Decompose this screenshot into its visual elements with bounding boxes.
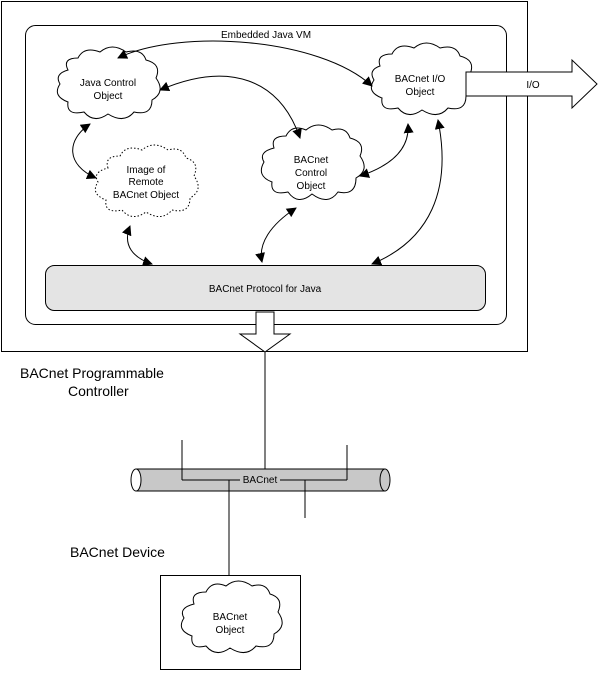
- io-label: I/O: [526, 80, 540, 91]
- device-object-label-1: BACnet: [213, 612, 248, 623]
- vm-label: Embedded Java VM: [221, 30, 311, 41]
- bacnet-control-object: BACnet Control Object: [260, 124, 365, 200]
- protocol-label: BACnet Protocol for Java: [209, 284, 322, 295]
- image-remote-label-2: Remote: [128, 177, 163, 188]
- io-arrow: [465, 58, 598, 110]
- bacnet-io-label-1: BACnet I/O: [395, 74, 446, 85]
- bacnet-control-label-3: Object: [297, 181, 326, 192]
- link-java-control: [159, 75, 302, 139]
- bacnet-control-label-2: Control: [295, 168, 327, 179]
- down-arrow: [238, 311, 292, 353]
- link-io-protocol: [371, 119, 445, 266]
- bacnet-io-label-2: Object: [406, 87, 435, 98]
- image-remote-label-3: BACnet Object: [113, 190, 179, 201]
- bacnet-io-object: BACnet I/O Object: [370, 42, 475, 115]
- device-object-label-2: Object: [216, 625, 245, 636]
- bacnet-control-label-1: BACnet: [294, 155, 329, 166]
- device-label: BACnet Device: [70, 544, 165, 560]
- link-java-io: [117, 40, 373, 87]
- link-control-protocol: [255, 207, 297, 263]
- link-java-image: [72, 123, 97, 180]
- controller-label-1: BACnet Programmable: [20, 365, 164, 381]
- bus-label-bg: [240, 472, 280, 486]
- device-object: BACnet Object: [180, 580, 283, 653]
- protocol-bar: [45, 265, 486, 311]
- link-image-protocol: [122, 225, 153, 266]
- controller-label-2: Controller: [68, 383, 129, 399]
- image-remote-label-1: Image of: [127, 165, 166, 176]
- image-remote-object: Image of Remote BACnet Object: [94, 144, 199, 217]
- bus-label: BACnet: [243, 475, 278, 486]
- java-control-label-2: Object: [94, 91, 123, 102]
- java-control-label-1: Java Control: [80, 78, 136, 89]
